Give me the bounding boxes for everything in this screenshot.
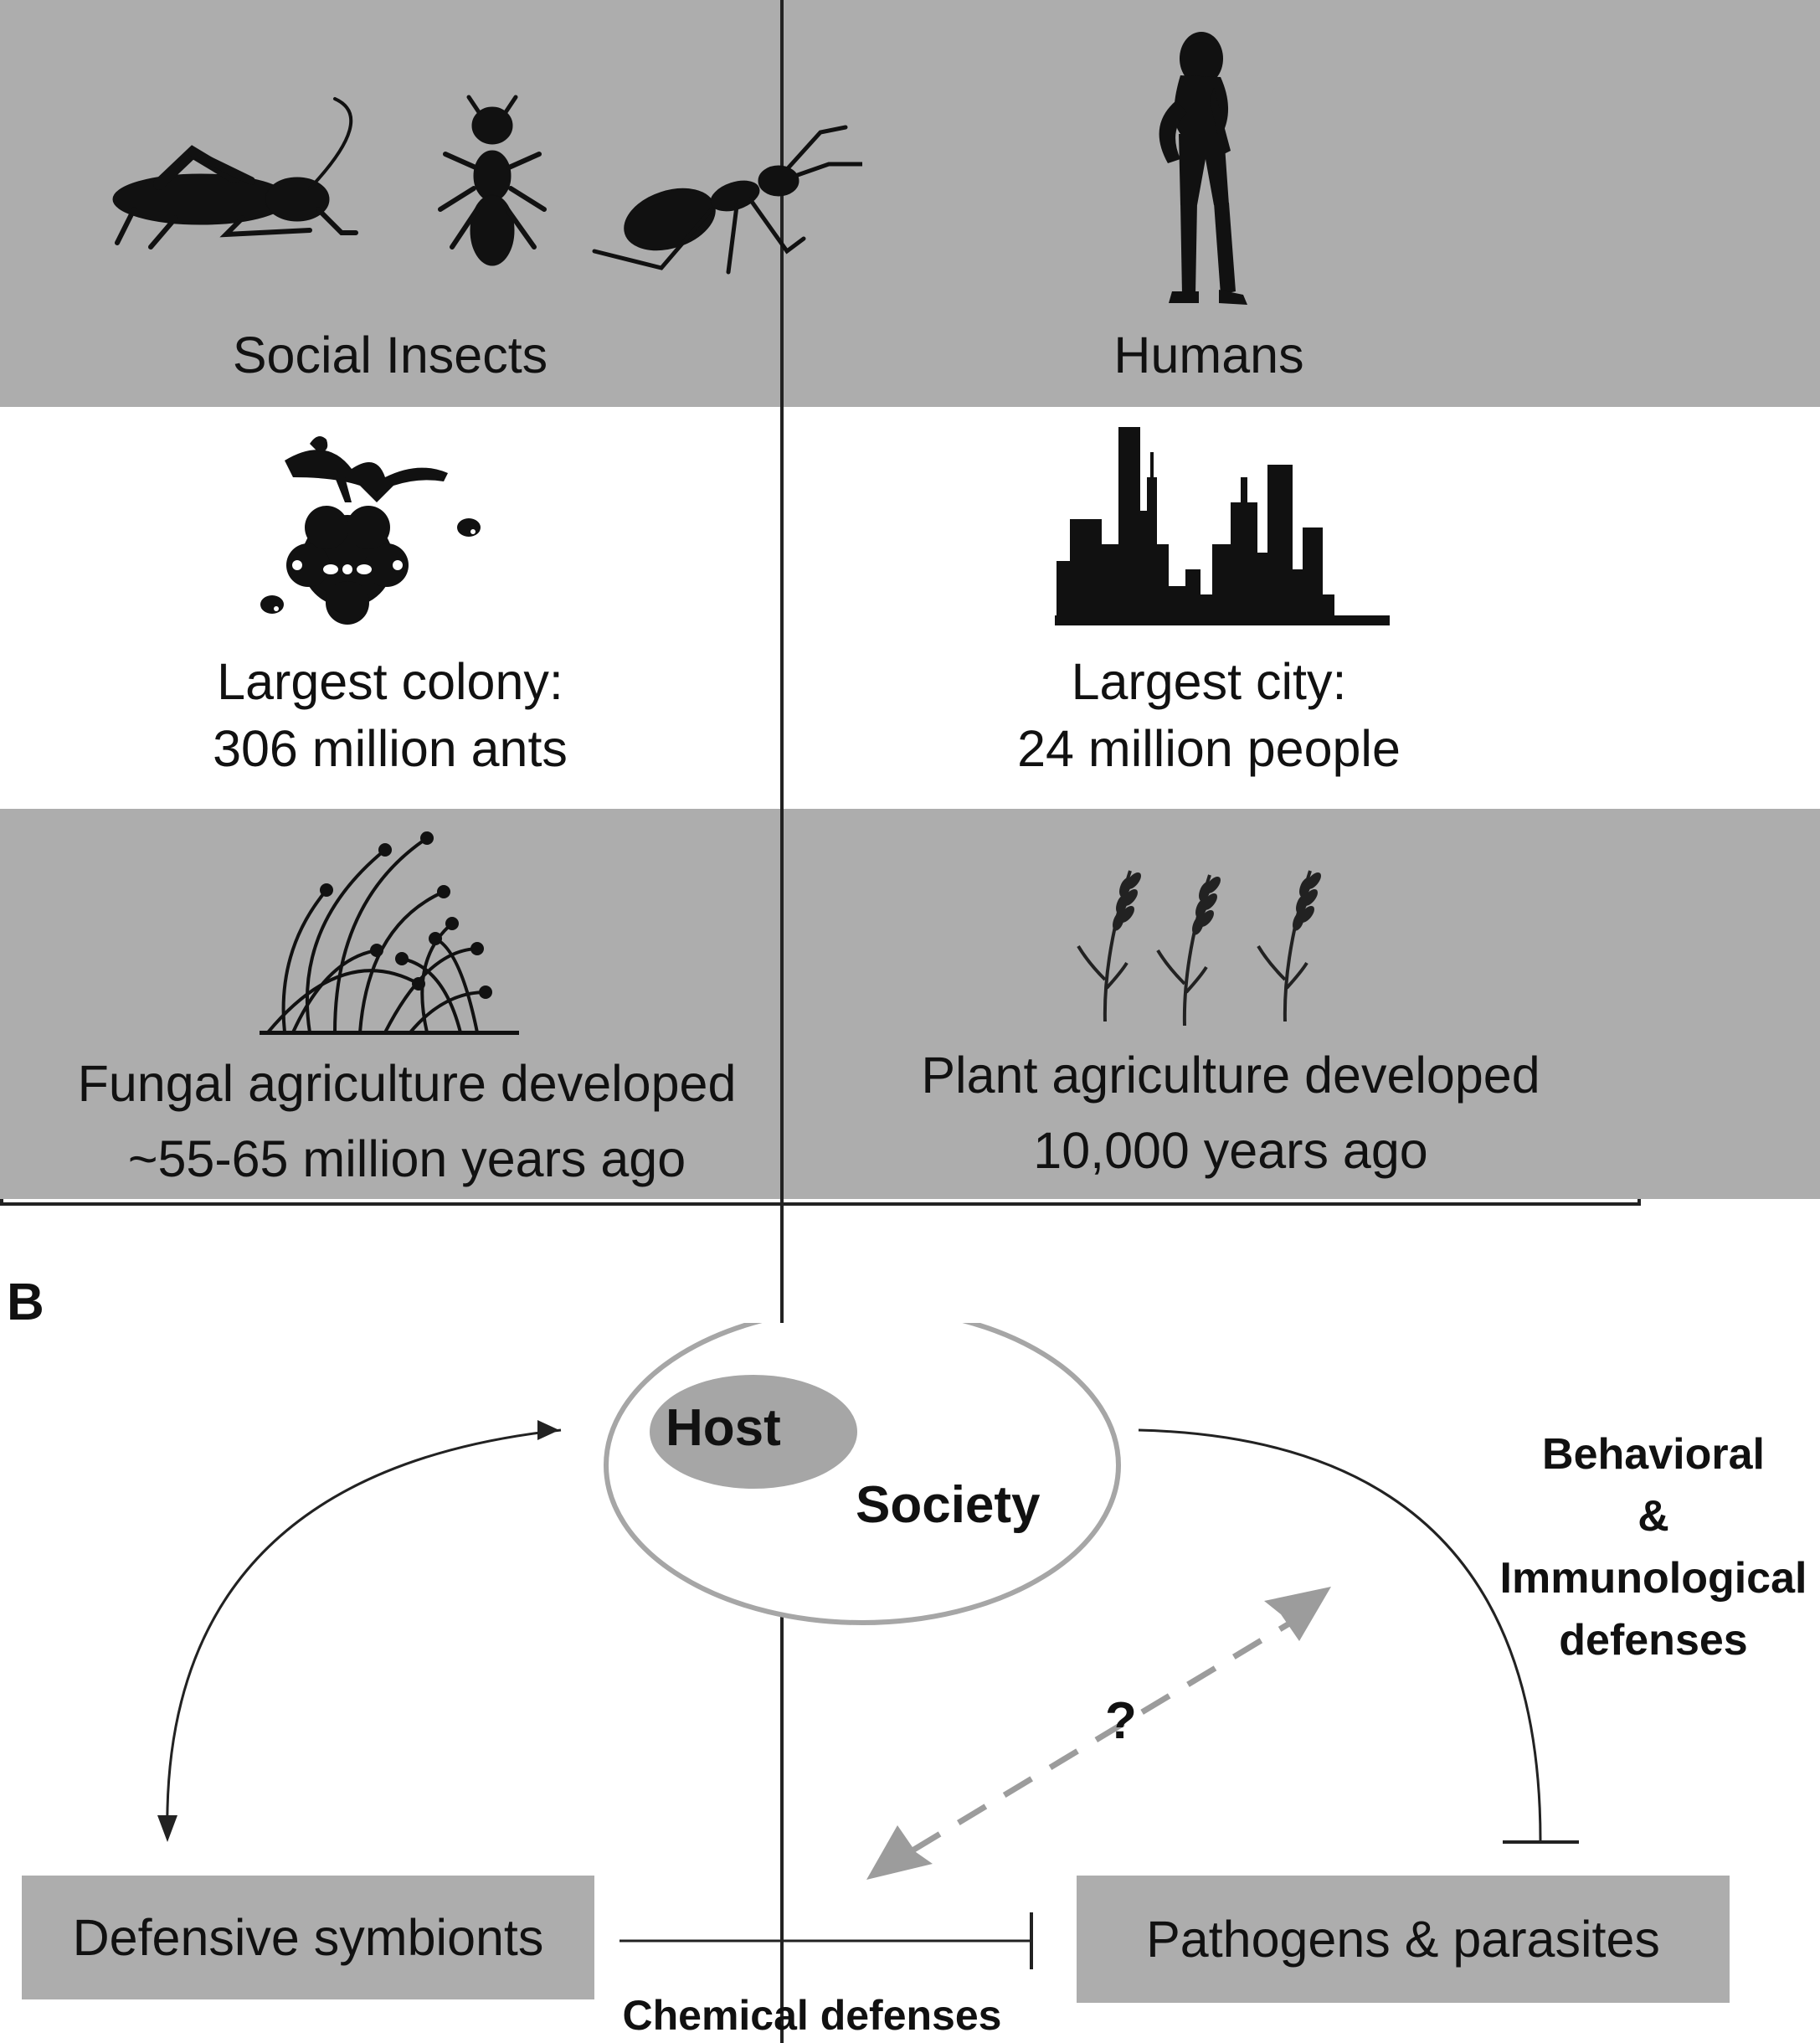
social-insects-label: Social Insects [232, 327, 548, 383]
human-silhouette-icon [1159, 32, 1247, 305]
fungal-agriculture-label: Fungal agriculture developed [77, 1055, 737, 1112]
behavioral-line-1: Behavioral [1542, 1430, 1765, 1479]
dashed-double-arrow [911, 1613, 1303, 1853]
city-size-label: 24 million people [1017, 720, 1401, 777]
behavioral-line-3: Immunological [1499, 1554, 1807, 1603]
dashed-arrowhead-up [1264, 1587, 1331, 1641]
panel-b-diagram [157, 1323, 1579, 1969]
defensive-symbionts-box: Defensive symbionts [22, 1876, 594, 1999]
wheat-icon [1077, 870, 1321, 1027]
arrowhead-symbionts [157, 1815, 177, 1842]
colony-size-label: 306 million ants [213, 720, 568, 777]
row-3-background [0, 809, 1820, 1199]
panel-b-letter: B [7, 1274, 44, 1331]
symbiont-host-arrow [166, 1428, 562, 1839]
chemical-defenses-label: Chemical defenses [622, 1992, 1002, 2039]
question-mark: ? [1105, 1692, 1137, 1750]
pathogens-box: Pathogens & parasites [1077, 1876, 1730, 2003]
host-pathogen-inhibit-line [1138, 1428, 1542, 1841]
largest-city-label: Largest city: [1071, 653, 1347, 710]
arrowhead-host [537, 1420, 559, 1440]
society-label: Society [856, 1476, 1041, 1534]
plant-agriculture-label: Plant agriculture developed [921, 1047, 1540, 1104]
host-label: Host [666, 1399, 781, 1457]
humans-label: Humans [1113, 327, 1304, 383]
behavioral-line-2: & [1637, 1492, 1669, 1541]
pathogens-label: Pathogens & parasites [1146, 1911, 1660, 1968]
behavioral-defenses-label: Behavioral & Immunological defenses [1494, 1423, 1812, 1671]
plant-agriculture-date-label: 10,000 years ago [1033, 1122, 1428, 1179]
behavioral-line-4: defenses [1559, 1616, 1748, 1665]
fungal-agriculture-date-label: ~55-65 million years ago [127, 1130, 686, 1187]
host-ellipse [650, 1375, 857, 1489]
column-divider [780, 0, 784, 2043]
defensive-symbionts-label: Defensive symbionts [72, 1909, 544, 1966]
largest-colony-label: Largest colony: [217, 653, 563, 710]
insects-icon [112, 95, 862, 275]
fungus-icon [260, 831, 519, 1035]
city-skyline-icon [1055, 427, 1390, 625]
ant-nest-icon [260, 436, 481, 625]
dashed-arrowhead-down [866, 1825, 933, 1880]
